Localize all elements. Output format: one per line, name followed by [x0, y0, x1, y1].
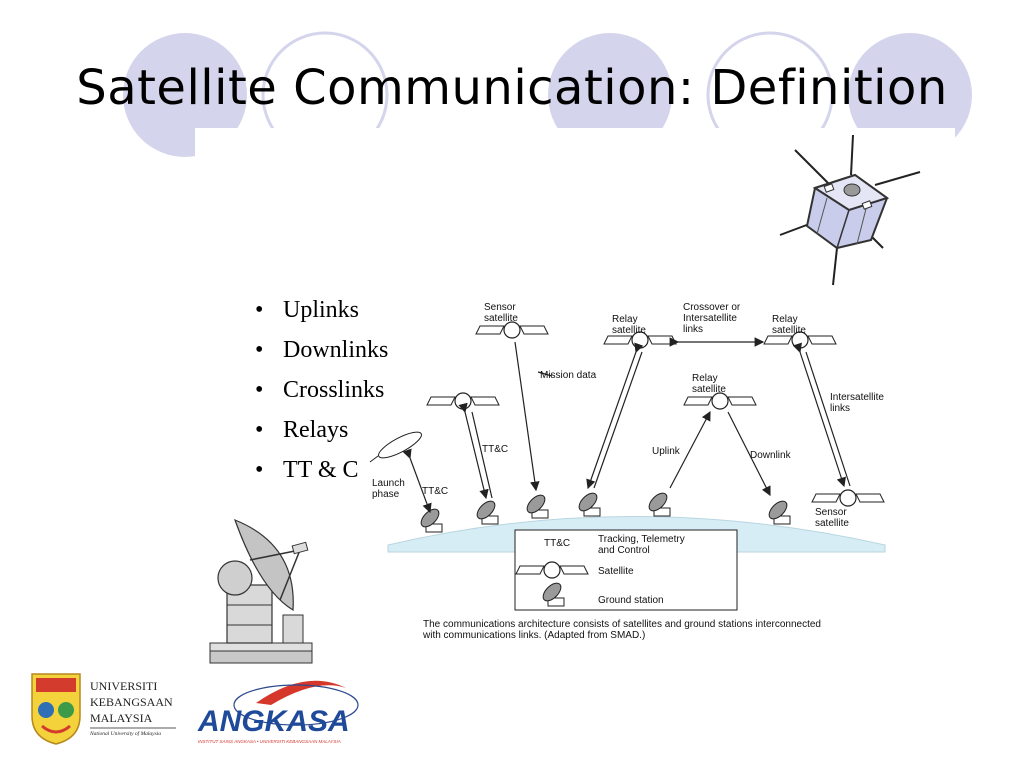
svg-text:MALAYSIA: MALAYSIA [90, 711, 153, 725]
decorative-circles [123, 31, 972, 170]
svg-text:National University of Malaysi: National University of Malaysia [89, 730, 161, 737]
ground-station [645, 489, 671, 517]
svg-text:Uplink: Uplink [652, 446, 681, 457]
diagram-caption-line1: The communications architecture consists… [423, 619, 821, 630]
satellite-left [426, 392, 500, 410]
svg-text:TT&C: TT&C [482, 444, 508, 455]
svg-text:KEBANGSAAN: KEBANGSAAN [90, 695, 173, 709]
communications-architecture-diagram: Sensor satellite Relay satellite Crossov… [369, 302, 886, 641]
bullet-list: •Uplinks •Downlinks •Crosslinks •Relays … [255, 290, 388, 490]
diagram-caption-line2: with communications links. (Adapted from… [422, 630, 645, 641]
ground-station [575, 489, 601, 517]
slide-title: Satellite Communication: Definition [76, 60, 948, 116]
communication-links [402, 337, 851, 514]
svg-text:satellite: satellite [772, 325, 806, 336]
svg-text:Sensor: Sensor [484, 302, 516, 313]
relay-satellite-mid [683, 392, 757, 410]
ukm-logo: UNIVERSITI KEBANGSAAN MALAYSIA National … [31, 673, 176, 745]
svg-text:Relay: Relay [612, 314, 638, 325]
svg-text:links: links [683, 324, 703, 335]
svg-text:Intersatellite: Intersatellite [683, 313, 737, 324]
satellite-icon [779, 134, 921, 286]
svg-text:Tracking, Telemetry: Tracking, Telemetry [598, 534, 685, 545]
svg-text:Satellite: Satellite [598, 566, 634, 577]
svg-text:Relay: Relay [772, 314, 798, 325]
ground-antenna-icon [209, 518, 313, 664]
sensor-satellite-top [475, 321, 549, 339]
svg-text:Mission data: Mission data [540, 370, 597, 381]
svg-text:ANGKASA: ANGKASA [197, 705, 350, 738]
launch-vehicle-icon [369, 431, 422, 463]
svg-text:INSTITUT SAINS ANGKASA • UNIVE: INSTITUT SAINS ANGKASA • UNIVERSITI KEBA… [198, 739, 341, 744]
svg-text:TT&C: TT&C [544, 538, 570, 549]
svg-text:Launch: Launch [372, 478, 405, 489]
bullet-item: •Relays [255, 417, 349, 443]
svg-text:satellite: satellite [692, 384, 726, 395]
svg-text:satellite: satellite [815, 518, 849, 529]
svg-text:Relay: Relay [692, 373, 718, 384]
svg-text:satellite: satellite [484, 313, 518, 324]
svg-text:satellite: satellite [612, 325, 646, 336]
svg-text:Crossover or: Crossover or [683, 302, 741, 313]
svg-text:TT&C: TT&C [422, 486, 448, 497]
svg-text:links: links [830, 403, 850, 414]
svg-text:Ground station: Ground station [598, 595, 664, 606]
bullet-item: •Uplinks [255, 297, 360, 323]
diagram-legend: TT&C Tracking, Telemetry and Control Sat… [514, 529, 738, 611]
ground-station [473, 497, 499, 525]
svg-text:UNIVERSITI: UNIVERSITI [90, 679, 157, 693]
bullet-item: •TT & C [255, 457, 359, 483]
sensor-satellite-bottom [811, 489, 885, 507]
bullet-item: •Downlinks [255, 337, 389, 363]
svg-text:Downlink: Downlink [750, 450, 792, 461]
ground-station [765, 497, 791, 525]
angkasa-logo: ANGKASA INSTITUT SAINS ANGKASA • UNIVERS… [197, 680, 359, 744]
ground-station [417, 505, 443, 533]
svg-text:Intersatellite: Intersatellite [830, 392, 884, 403]
bullet-item: •Crosslinks [255, 377, 385, 403]
ground-station [523, 491, 549, 519]
diagram-labels: Sensor satellite Relay satellite Crossov… [372, 302, 884, 529]
svg-text:Sensor: Sensor [815, 507, 847, 518]
svg-text:phase: phase [372, 489, 400, 500]
svg-text:and Control: and Control [598, 545, 650, 556]
